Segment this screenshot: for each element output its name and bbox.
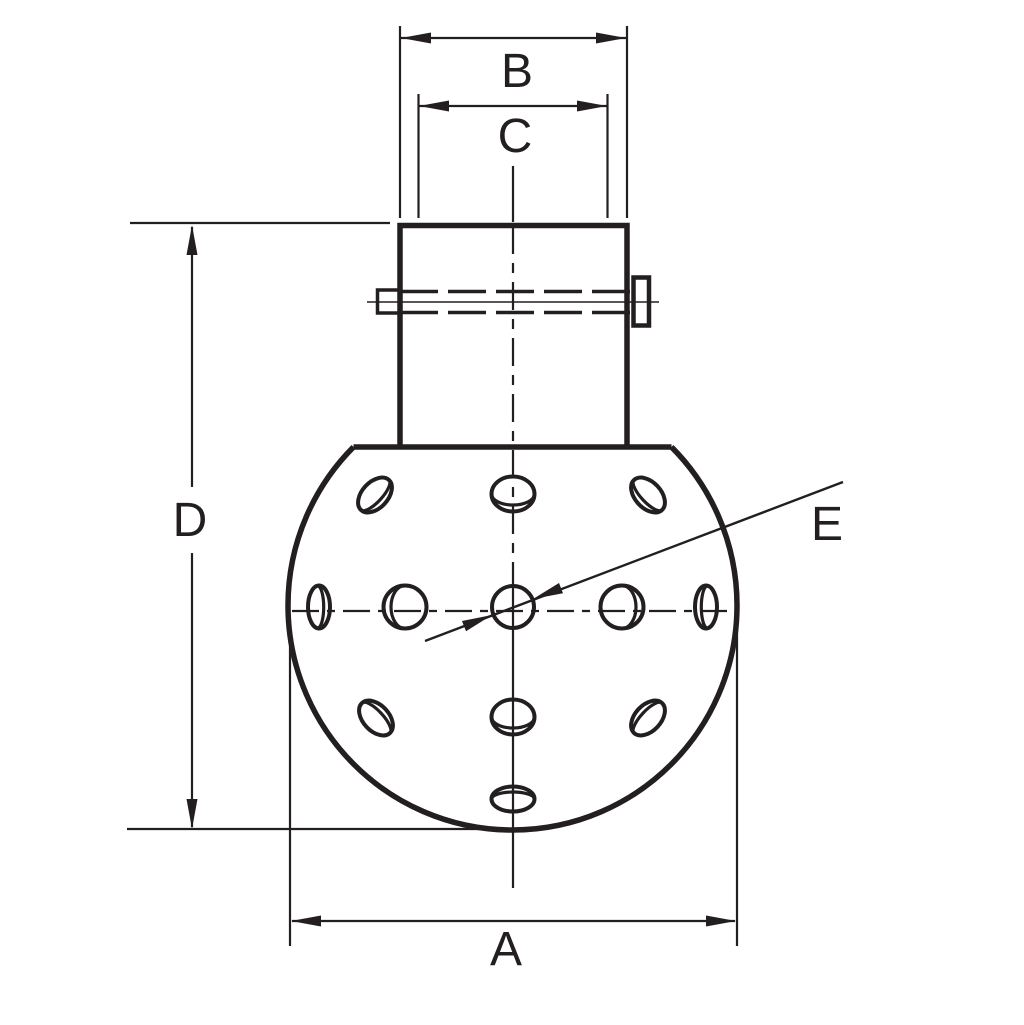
dimension-d: D	[127, 221, 505, 831]
neck-outline	[397, 222, 630, 446]
hole-far-left	[306, 583, 332, 631]
hole-lower-left-rim	[357, 698, 395, 738]
hole-far-right-bore	[699, 585, 708, 629]
hole-lower-right	[629, 698, 667, 738]
neck	[397, 222, 630, 446]
centerlines	[292, 166, 736, 888]
retaining-pin	[367, 275, 659, 328]
hole-bottom-pole	[489, 784, 537, 814]
pin-clip	[631, 275, 652, 328]
dim-e-arrow-lower-icon	[462, 615, 492, 632]
pin-head	[375, 288, 402, 315]
dim-a-label: A	[490, 923, 522, 976]
dim-a-arrow-left-icon	[291, 915, 321, 927]
hole-lower-left-bore	[360, 700, 393, 735]
dim-b-arrow-right-icon	[596, 32, 626, 44]
dim-e-arrow-upper-icon	[533, 583, 563, 599]
dim-e-label: E	[811, 498, 843, 551]
dim-c-arrow-left-icon	[419, 100, 449, 112]
hole-lower-right-rim	[629, 698, 667, 738]
ball-outline	[285, 445, 740, 833]
dim-d-arrow-up-icon	[186, 225, 198, 255]
hole-far-left-rim	[306, 583, 332, 631]
dim-d-arrow-down-icon	[186, 799, 198, 829]
dim-a-arrow-right-icon	[706, 915, 736, 927]
hole-lower-left	[357, 698, 395, 738]
dim-c-arrow-right-icon	[577, 100, 607, 112]
hole-far-left-bore	[317, 585, 326, 629]
ball-body	[285, 444, 740, 833]
hole-far-right-rim	[693, 583, 719, 631]
hole-mid-left-bore	[389, 583, 406, 631]
hole-upper-right	[629, 475, 667, 515]
dimension-b: B	[398, 26, 629, 218]
spray-holes	[306, 474, 719, 814]
dim-b-label: B	[501, 45, 533, 98]
hole-bottom-pole-bore	[489, 790, 537, 800]
dimension-c: C	[417, 94, 609, 218]
hole-mid-left	[381, 583, 429, 631]
hole-mid-right-bore	[621, 583, 638, 631]
hole-center	[490, 584, 536, 630]
hole-upper-left-bore	[359, 478, 392, 513]
hole-upper-left-rim	[356, 475, 394, 515]
hole-lower-center-bore	[489, 716, 537, 730]
dimension-e: E	[424, 480, 844, 643]
hole-upper-left	[356, 475, 394, 515]
dim-c-label: C	[498, 110, 533, 163]
hole-lower-right-bore	[631, 700, 664, 735]
hole-upper-right-bore	[631, 478, 664, 513]
hole-far-right	[693, 583, 719, 631]
dimension-a: A	[288, 620, 739, 976]
hole-upper-right-rim	[629, 475, 667, 515]
hole-top-center	[489, 474, 537, 514]
dim-d-label: D	[173, 494, 208, 547]
dim-e-leader-line	[424, 480, 844, 643]
hole-bottom-center-row	[489, 697, 537, 737]
hole-top-center-bore	[489, 493, 537, 507]
dim-b-arrow-left-icon	[401, 32, 431, 44]
hole-mid-right	[598, 583, 646, 631]
